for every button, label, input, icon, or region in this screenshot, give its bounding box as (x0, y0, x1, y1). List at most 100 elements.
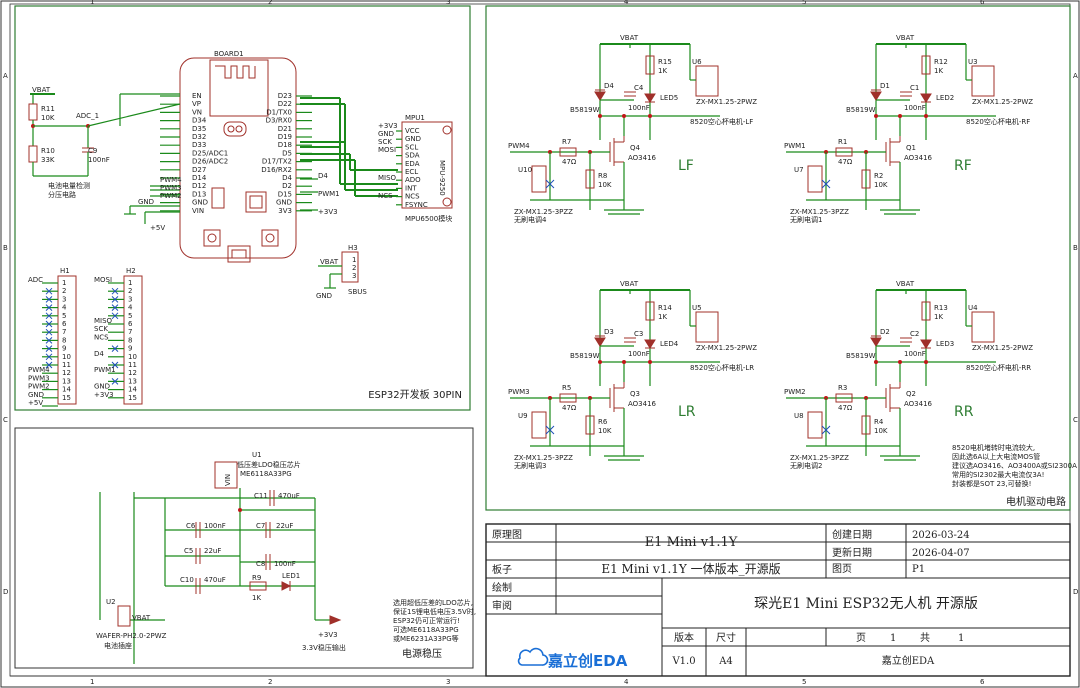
motor-2-led-ref: LED4 (660, 340, 679, 348)
motor-3-led-ref: LED3 (936, 340, 954, 348)
motor-3-cap-ref: C2 (910, 330, 919, 338)
motor-0-q-ref: Q4 (630, 144, 641, 152)
p3v3-out: +3V3 (318, 631, 338, 639)
mpu-ref: MPU1 (405, 114, 425, 122)
h1-net-15: GND (28, 391, 44, 399)
mpu-net-sck: SCK (378, 138, 392, 146)
h2-pin-1: 1 (128, 279, 132, 287)
h1-pin-9: 9 (62, 345, 66, 353)
ldo-note-1: 选用超低压差的LDO芯片, (393, 598, 473, 607)
motor-0-rled-ref: R15 (658, 58, 672, 66)
c7-ref: C7 (256, 522, 265, 530)
ldo-note-5: 或ME6231A33PG等 (393, 634, 459, 643)
c8-value: 100nF (274, 560, 296, 568)
h1-net-14: PWM2 (28, 383, 50, 391)
motor-2-cap-ref: C3 (634, 330, 643, 338)
tb-updated: 2026-04-07 (912, 548, 970, 559)
esp-right-pin-6: D18 (278, 141, 292, 149)
pwm1-net: PWM1 (318, 190, 340, 198)
motor-driver-lf: VBATD4B5819WC4100nFR151KLED5U6ZX-MX1.25-… (508, 34, 757, 224)
motor-0-diode-value: B5819W (570, 106, 600, 114)
c5-ref: C5 (184, 547, 193, 555)
esp32-board: BOARD1 (179, 50, 297, 263)
tb-size: A4 (718, 656, 733, 667)
zone-row-right-1: A (1073, 72, 1078, 80)
esp-5v-net: +5V (150, 224, 165, 232)
motor-3-pwm-net: PWM2 (784, 388, 806, 396)
u1-ref: U1 (252, 451, 262, 459)
motor-0-esc-note: 无刷电调4 (514, 215, 547, 224)
zone-col-4: 4 (624, 0, 629, 6)
motor-0-vbat: VBAT (620, 34, 639, 42)
esp-right-pin-2: D1/TX0 (266, 108, 292, 116)
motor-3-motor-conn: ZX-MX1.25-2PWZ (972, 344, 1033, 352)
motor-0-cap-ref: C4 (634, 84, 644, 92)
tb-of: 1 (958, 633, 964, 644)
h1-pin-2: 2 (62, 287, 66, 295)
u2-value: WAFER-PH2.0-2PWZ (96, 632, 167, 640)
tb-created: 2026-03-24 (912, 530, 970, 541)
h2-net-12: PWM1 (94, 366, 116, 374)
zone-col-bottom-5: 5 (802, 678, 806, 686)
zone-col-3: 3 (446, 0, 450, 6)
motor-2-cap-value: 100nF (628, 350, 650, 358)
r9-value: 1K (252, 594, 261, 602)
esp-right-pin-4: D21 (278, 125, 292, 133)
motor-0-code: LF (678, 158, 694, 174)
mpu-pin-5: ECL (405, 168, 418, 176)
motor-1-rgate-ref: R1 (838, 138, 847, 146)
motor-3-code: RR (954, 404, 974, 420)
r10-ref: R10 (41, 147, 55, 155)
esp-left-pin-13: GND (192, 199, 208, 207)
c7-value: 22uF (276, 522, 293, 530)
esp-left-pin-10: D14 (192, 174, 207, 182)
esp-gnd-net: GND (138, 198, 154, 206)
motor-2-diode-ref: D3 (604, 328, 614, 336)
zone-col-2: 2 (268, 0, 272, 6)
motor-2-motor-conn: ZX-MX1.25-2PWZ (696, 344, 757, 352)
zone-col-bottom-1: 1 (90, 678, 94, 686)
motor-3-q-value: AO3416 (904, 400, 933, 408)
u1-value: ME6118A33PG (240, 470, 292, 478)
motor-3-vbat: VBAT (896, 280, 915, 288)
esp-left-pin-9: D27 (192, 166, 206, 174)
mosfet-note: 8520电机堵转时电流较大, 因此选6A以上大电流MOS管 建议选AO3416、… (952, 443, 1077, 488)
motor-0-diode-ref: D4 (604, 82, 614, 90)
zone-row-3: C (3, 416, 8, 424)
motor-3-q-ref: Q2 (906, 390, 916, 398)
mpu-net-ncs: NCS (378, 192, 393, 200)
mpu-pin-1: GND (405, 135, 421, 143)
zone-col-6: 6 (980, 0, 985, 6)
motor-1-motor-name: 8520空心杯电机-RF (966, 117, 1030, 126)
tb-page: P1 (912, 564, 925, 575)
esp-left-pin-1: VP (192, 100, 201, 108)
h2-net-14: GND (94, 383, 110, 391)
sbus-label: SBUS (348, 288, 367, 296)
title-block: 原理图 E1 Mini v1.1Y 板子 E1 Mini v1.1Y 一体版本_… (485, 523, 1071, 677)
zone-col-bottom-2: 2 (268, 678, 272, 686)
esp-right-pin-7: D5 (282, 149, 292, 157)
tb-of-label: 共 (920, 632, 930, 644)
esp-right-pin-5: D19 (278, 133, 292, 141)
p3v3-net: +3V3 (318, 208, 338, 216)
esp-right-pin-3: D3/RX0 (266, 117, 292, 125)
motor-2-pwm-net: PWM3 (508, 388, 530, 396)
esp-left-pin-4: D35 (192, 125, 206, 133)
tb-size-label: 尺寸 (716, 631, 736, 644)
h3-pin-1: 1 (352, 256, 356, 264)
ldo-note: 选用超低压差的LDO芯片, 保证1S锂电低电压3.5V时, ESP32仍可正常运… (393, 598, 476, 643)
c9-ref: C9 (88, 147, 97, 155)
c8-ref: C8 (256, 560, 265, 568)
mpu-pin-8: NCS (405, 193, 420, 201)
motor-1-rpd-value: 10K (874, 181, 888, 189)
ldo-note-3: ESP32仍可正常运行! (393, 616, 460, 625)
motor-0-rpd-ref: R8 (598, 172, 607, 180)
motor-1-rled-ref: R12 (934, 58, 948, 66)
tb-page-label: 图页 (832, 563, 852, 575)
h1-pin-4: 4 (62, 304, 67, 312)
mos-note-4: 常用的SI2302最大电流仅3A! (952, 470, 1044, 479)
motor-3-rpd-ref: R4 (874, 418, 884, 426)
tb-board-label: 板子 (492, 563, 512, 576)
